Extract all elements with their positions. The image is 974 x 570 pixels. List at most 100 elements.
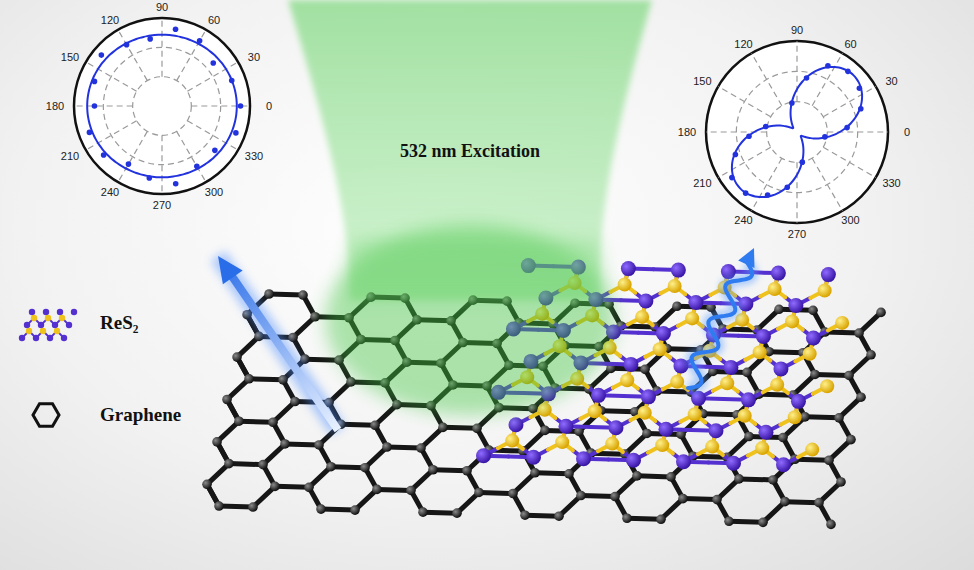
graphene-sheet-part	[249, 379, 283, 380]
angle-tick-label: 180	[46, 100, 64, 112]
res2-layer-part	[773, 361, 788, 376]
graphene-sheet-part	[576, 491, 586, 501]
polar-plot-part	[212, 148, 218, 154]
res2-layer-part	[818, 283, 832, 297]
graphene-sheet-part	[326, 462, 336, 472]
polar-plot	[706, 41, 888, 223]
graphene-sheet-part	[744, 432, 754, 442]
polar-plot-part	[800, 159, 806, 165]
res2-layer-part	[653, 342, 667, 356]
res2-layer-part	[656, 326, 671, 341]
graphene-sheet-part	[632, 471, 642, 481]
graphene-sheet-part	[202, 480, 212, 490]
emission-wave-part	[738, 248, 754, 268]
graphene-sheet-part	[248, 502, 258, 512]
graphene-sheet-part	[769, 352, 803, 353]
graphene-sheet-part	[316, 504, 326, 514]
graphene-sheet-part	[222, 395, 232, 405]
res2-layer-part	[623, 357, 638, 372]
graphene-sheet-part	[530, 468, 540, 478]
res2-layer-part	[821, 267, 836, 282]
res2-layer-part	[620, 373, 634, 387]
graphene-sheet-part	[642, 429, 652, 439]
graphene-sheet-part	[382, 442, 392, 452]
legend-item: Graphene	[14, 390, 181, 440]
graphene-sheet-part	[876, 308, 886, 318]
polar-plot-part	[87, 35, 237, 178]
polar-plot-part	[238, 103, 244, 109]
graphene-sheet-part	[666, 472, 676, 482]
graphene-sheet-part	[452, 508, 462, 518]
graphene-sheet-part	[423, 512, 457, 513]
res2-layer-part	[608, 420, 623, 435]
res2-layer-part	[723, 360, 738, 375]
polar-plot-part	[74, 105, 133, 106]
graphene-sheet-part	[808, 306, 818, 316]
graphene-sheet-part	[258, 460, 268, 470]
angle-tick-label: 60	[208, 14, 220, 26]
graphene-sheet-part	[810, 370, 820, 380]
graphene-sheet-part	[742, 368, 752, 378]
angle-tick-label: 300	[841, 214, 859, 226]
graphene-sheet-part	[239, 421, 273, 422]
graphene-sheet-part	[734, 474, 744, 484]
polar-plot-part	[822, 134, 828, 140]
angle-tick-label: 210	[693, 177, 711, 189]
polar-plot-part	[743, 190, 749, 196]
polar-plot-part	[147, 36, 153, 42]
graphene-sheet-part	[377, 489, 411, 490]
graphene-sheet-part	[264, 289, 274, 299]
polar-plot-part	[812, 158, 842, 211]
res2-icon	[14, 298, 78, 348]
polar-plot-part	[101, 152, 107, 158]
graphene-sheet-part	[372, 485, 382, 495]
polar-plot-part	[173, 181, 179, 187]
res2-layer-part	[720, 376, 734, 390]
polar-plot-part	[197, 38, 203, 44]
res2-layer-part	[741, 392, 756, 407]
angle-tick-label: 120	[734, 38, 752, 50]
res2-icon-part	[19, 335, 25, 341]
graphene-sheet-part	[234, 416, 244, 426]
angle-tick-label: 300	[205, 186, 223, 198]
graphene-sheet-part	[672, 301, 682, 311]
emission-wave-part	[688, 262, 752, 388]
res2-layer-part	[820, 379, 834, 393]
graphene-sheet-part	[350, 505, 360, 515]
graphene-sheet-part	[774, 305, 784, 315]
graphene-sheet-part	[341, 424, 375, 425]
polar-plot-part	[796, 41, 797, 102]
graphene-sheet-part	[269, 294, 303, 295]
graphene-sheet-part	[406, 486, 416, 496]
res2-layer-part	[638, 294, 653, 309]
polar-plot-part	[823, 87, 876, 117]
graphene-sheet-part	[836, 477, 846, 487]
legend-item: ReS₂	[14, 298, 138, 348]
graphene-sheet-part	[627, 518, 661, 519]
res2-icon-part	[59, 315, 65, 321]
graphene-sheet-part	[310, 312, 320, 322]
graphene-sheet-part	[438, 423, 448, 433]
angle-tick-label: 0	[904, 126, 910, 138]
res2-icon-part	[38, 322, 44, 328]
graphene-icon	[14, 390, 78, 440]
polar-plot-part	[133, 77, 192, 136]
graphene-sheet-part	[581, 496, 615, 497]
polar-plot-part	[784, 185, 790, 191]
graphene-sheet-part	[525, 515, 559, 516]
graphene-sheet-part	[826, 520, 836, 530]
angle-tick-label: 240	[101, 186, 119, 198]
angle-tick-label: 120	[101, 14, 119, 26]
graphene-sheet-part	[268, 417, 278, 427]
res2-layer-part	[538, 403, 552, 417]
polar-plot-part	[732, 67, 862, 197]
laser-spot-part	[325, 225, 615, 415]
polar-plot-part	[229, 78, 235, 84]
polar-plot-part	[706, 131, 767, 132]
res2-layer-part	[605, 437, 619, 451]
graphene-sheet-part	[232, 352, 242, 362]
polar-plot-part	[857, 86, 863, 92]
graphene-icon-part	[33, 404, 59, 427]
graphene-sheet-part	[540, 426, 550, 436]
res2-layer-part	[708, 423, 723, 438]
